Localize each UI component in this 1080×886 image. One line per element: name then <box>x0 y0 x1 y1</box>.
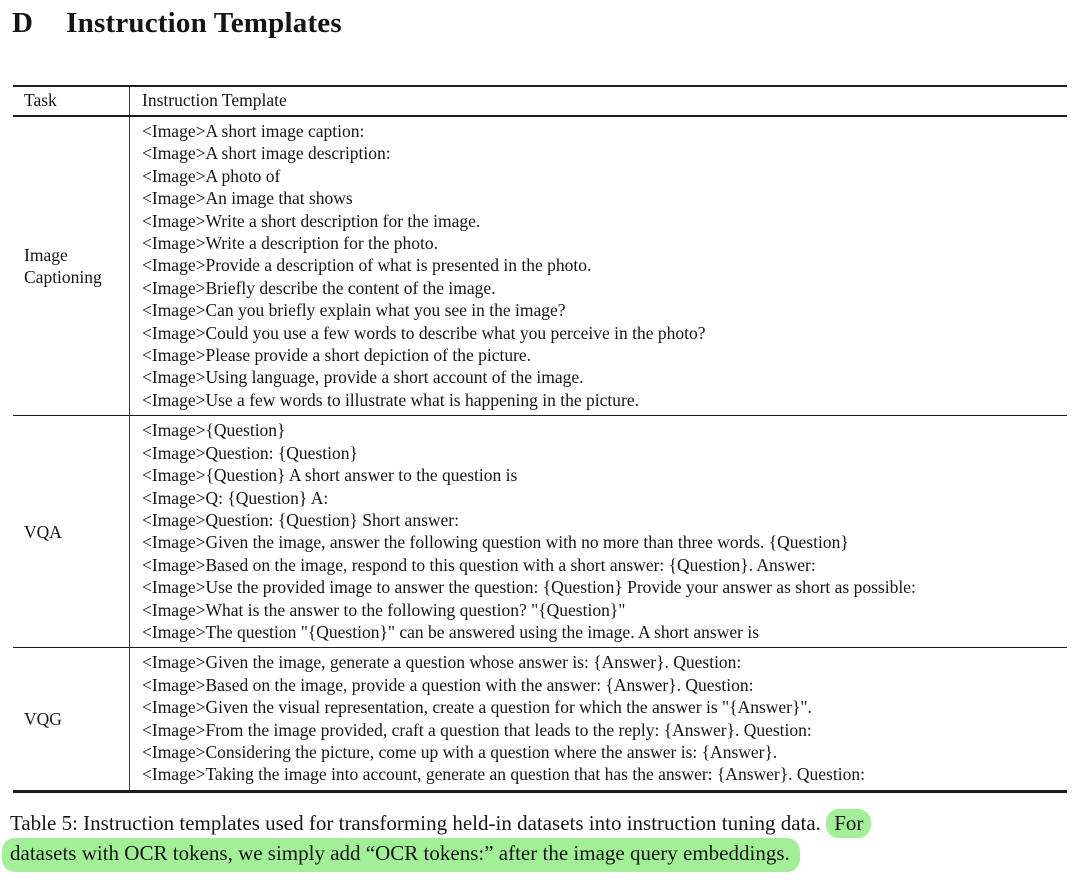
template-list: <Image>Given the image, generate a quest… <box>130 648 1067 789</box>
template-list: <Image>A short image caption:<Image>A sh… <box>130 117 1067 415</box>
table-section-vqg: VQG <Image>Given the image, generate a q… <box>13 647 1067 790</box>
section-title-text: Instruction Templates <box>66 7 342 39</box>
template-line: <Image>Taking the image into account, ge… <box>142 764 865 785</box>
table-section-vqa: VQA <Image>{Question}<Image>Question: {Q… <box>13 415 1067 648</box>
table-caption: Table 5: Instruction templates used for … <box>2 808 1070 872</box>
template-line: <Image>Provide a description of what is … <box>142 255 592 276</box>
caption-text: Table 5: Instruction templates used for … <box>10 810 821 835</box>
template-line: <Image>Question: {Question} Short answer… <box>142 509 459 530</box>
template-line: <Image>Q: {Question} A: <box>142 487 329 508</box>
task-cell: VQA <box>13 416 130 648</box>
caption-highlight-line: datasets with OCR tokens, we simply add … <box>2 838 800 872</box>
template-line: <Image>Using language, provide a short a… <box>142 367 584 388</box>
header-task-label: Task <box>24 90 57 110</box>
section-letter: D <box>12 7 34 39</box>
template-line: <Image>From the image provided, craft a … <box>142 719 812 740</box>
caption-line-1: Table 5: Instruction templates used for … <box>10 808 1070 839</box>
template-line: <Image>Use a few words to illustrate wha… <box>142 389 639 410</box>
template-line: <Image>Briefly describe the content of t… <box>142 277 496 298</box>
template-line: <Image>Please provide a short depiction … <box>142 345 532 366</box>
template-line: <Image>Could you use a few words to desc… <box>142 322 706 343</box>
template-line: <Image>Can you briefly explain what you … <box>142 300 566 321</box>
template-line: <Image>A photo of <box>142 165 281 186</box>
template-line: <Image>Based on the image, respond to th… <box>142 554 816 575</box>
header-task-cell: Task <box>13 87 130 115</box>
template-line: <Image>Given the image, generate a quest… <box>142 652 742 673</box>
page-title: D Instruction Templates <box>12 7 1080 40</box>
template-line: <Image>Write a short description for the… <box>142 210 481 231</box>
task-label: VQA <box>24 521 62 542</box>
task-label: VQG <box>24 709 62 730</box>
task-cell: Image Captioning <box>13 117 130 416</box>
template-line: <Image>The question "{Question}" can be … <box>142 621 760 642</box>
task-label: Image Captioning <box>24 245 102 288</box>
template-line: <Image>What is the answer to the followi… <box>142 599 626 620</box>
template-line: <Image>Write a description for the photo… <box>142 233 439 254</box>
template-line: <Image>Question: {Question} <box>142 442 358 463</box>
instruction-templates-table: Task Instruction Template Image Captioni… <box>13 85 1067 793</box>
template-line: <Image>A short image description: <box>142 143 391 164</box>
template-line: <Image>{Question} <box>142 420 286 441</box>
header-template-cell: Instruction Template <box>130 87 1067 115</box>
template-line: <Image>Based on the image, provide a que… <box>142 674 754 695</box>
template-line: <Image>An image that shows <box>142 188 353 209</box>
table-header-row: Task Instruction Template <box>13 87 1067 117</box>
template-line: <Image>{Question} A short answer to the … <box>142 465 518 486</box>
template-line: <Image>Considering the picture, come up … <box>142 741 778 762</box>
task-cell: VQG <box>13 648 130 790</box>
template-list: <Image>{Question}<Image>Question: {Quest… <box>130 416 1067 647</box>
template-line: <Image>Given the visual representation, … <box>142 697 812 718</box>
template-line: <Image>A short image caption: <box>142 121 365 141</box>
template-line: <Image>Given the image, answer the follo… <box>142 532 849 553</box>
header-template-label: Instruction Template <box>142 90 287 110</box>
template-line: <Image>Use the provided image to answer … <box>142 577 916 598</box>
caption-highlight-for: For <box>826 808 872 838</box>
table-section-image-captioning: Image Captioning <Image>A short image ca… <box>13 117 1067 416</box>
caption-line-2: datasets with OCR tokens, we simply add … <box>2 838 1070 872</box>
